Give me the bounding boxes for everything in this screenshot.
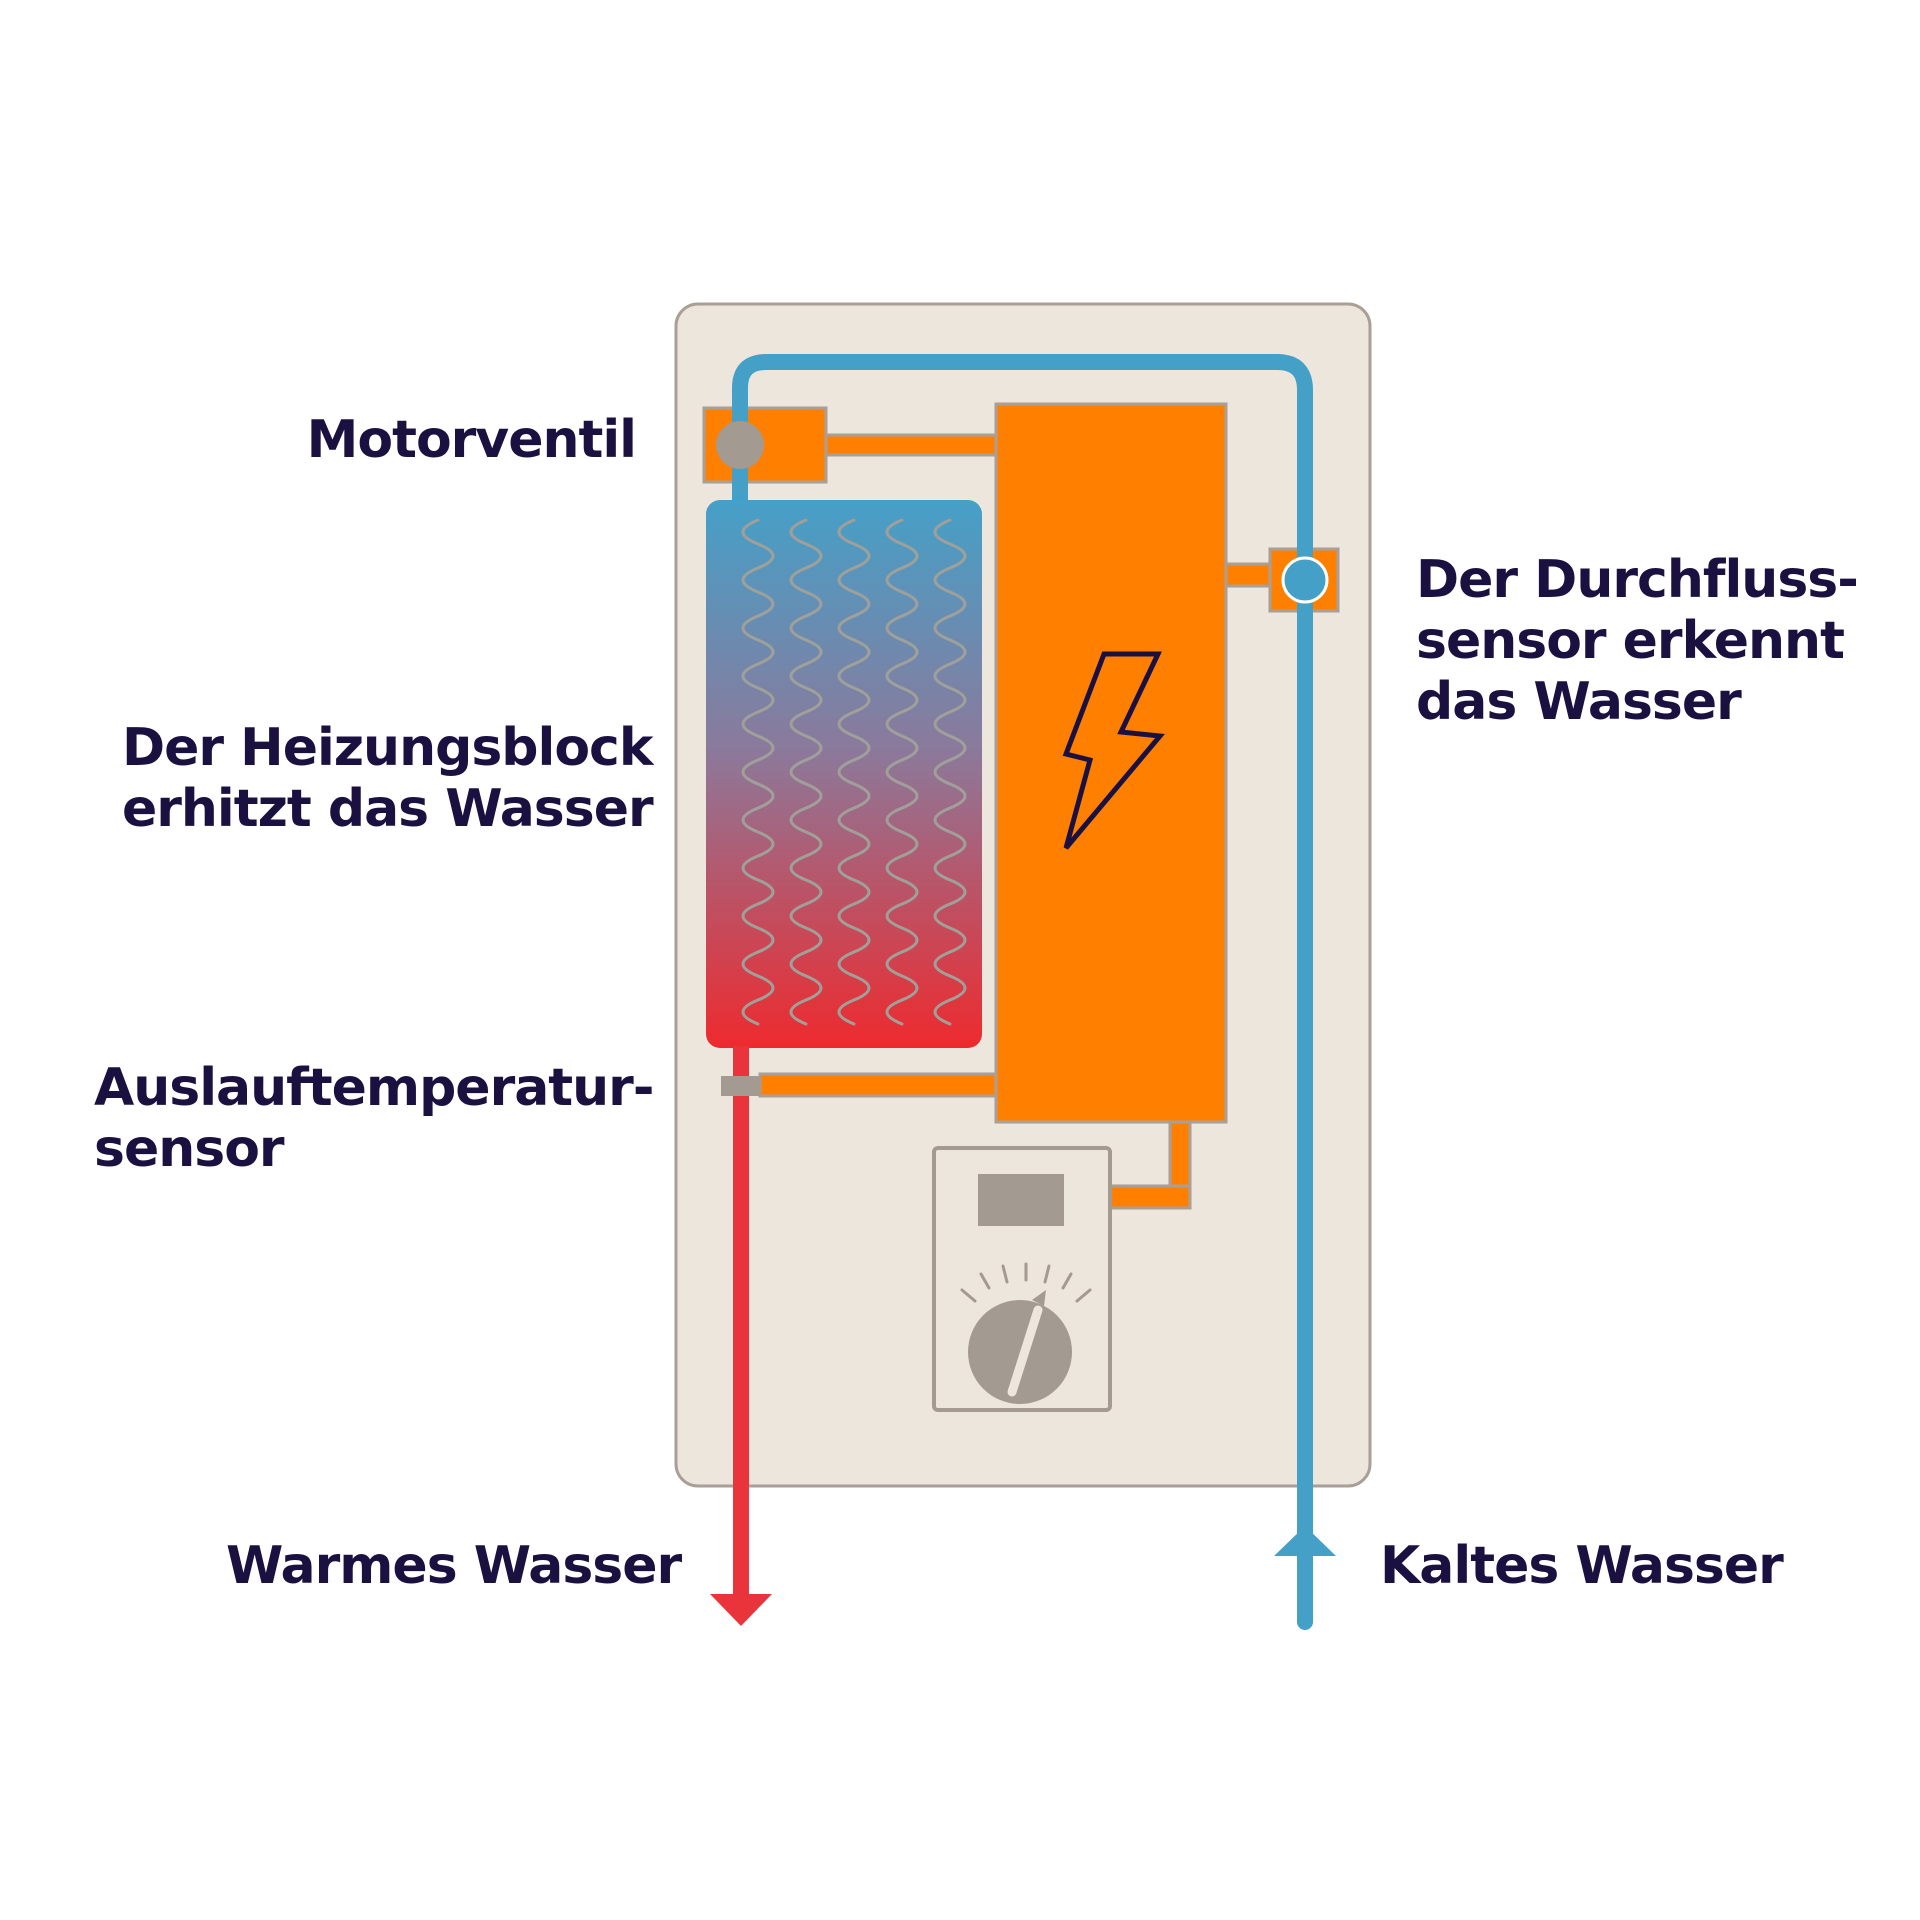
label-auslauftemperatursensor: Auslauftemperatur- sensor: [94, 1058, 654, 1180]
label-heizungsblock-line-1: Der Heizungsblock: [122, 718, 653, 778]
label-warmes-wasser-text: Warmes Wasser: [226, 1536, 682, 1596]
temperature-dial-icon[interactable]: [968, 1290, 1072, 1404]
cold-water-pipe: [732, 354, 1313, 1630]
label-kaltes-wasser-text: Kaltes Wasser: [1380, 1536, 1784, 1596]
label-durchfluss-line-3: das Wasser: [1416, 672, 1742, 732]
dial-scale-ticks: [960, 1262, 1092, 1303]
outlet-temperature-sensor: [721, 1076, 761, 1096]
label-motorventil-text: Motorventil: [306, 410, 637, 470]
heating-coils: [741, 518, 967, 1026]
label-kaltes-wasser: Kaltes Wasser: [1380, 1536, 1784, 1597]
label-durchfluss-line-1: Der Durchfluss-: [1416, 550, 1859, 610]
lightning-bolt-icon: [1062, 651, 1165, 850]
label-warmes-wasser: Warmes Wasser: [226, 1536, 682, 1597]
label-durchfluss-line-2: sensor erkennt: [1416, 611, 1845, 671]
hot-water-arrow-icon: [710, 1594, 772, 1626]
cold-water-arrow-icon: [1274, 1526, 1336, 1556]
label-auslauf-line-1: Auslauftemperatur-: [94, 1058, 654, 1118]
control-panel: [932, 1146, 1112, 1412]
control-display: [978, 1174, 1064, 1226]
label-motorventil: Motorventil: [300, 410, 637, 471]
motor-valve: [716, 421, 764, 469]
label-heizungsblock: Der Heizungsblock erhitzt das Wasser: [122, 718, 654, 840]
hot-water-pipe: [733, 1046, 749, 1604]
flow-sensor: [1281, 556, 1329, 604]
label-auslauf-line-2: sensor: [94, 1119, 285, 1179]
label-heizungsblock-line-2: erhitzt das Wasser: [122, 779, 654, 839]
power-electronics-block: [994, 402, 1228, 1124]
label-durchflusssensor: Der Durchfluss- sensor erkennt das Wasse…: [1416, 550, 1859, 733]
heating-block: [706, 500, 982, 1048]
